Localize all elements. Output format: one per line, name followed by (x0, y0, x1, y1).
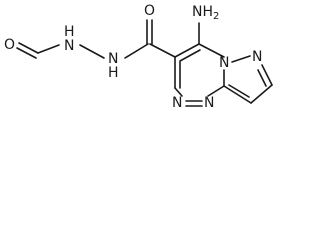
atom-hydrazide-h-right: H (108, 65, 119, 81)
bond-c3-n2-low (174, 87, 183, 97)
atom-hydrazide-n-right: N (108, 51, 118, 67)
bond-c3-c4 (174, 43, 200, 58)
atom-amino-n: NH (192, 4, 213, 20)
bond-c3-c4-inner (179, 49, 201, 62)
bond-carbonyl-ring (149, 43, 176, 58)
atom-hydrazide-n-left: N (64, 38, 74, 54)
bond-c7-c8 (250, 84, 273, 104)
bond-c8-c8a-b (228, 84, 250, 98)
atom-carbonyl-oxygen: O (144, 3, 155, 19)
bond-layer (16, 19, 273, 107)
bond-formyl-co-a (18, 42, 39, 54)
atom-triazine-n-right: N (204, 95, 214, 111)
atom-formyl-oxygen: O (4, 37, 15, 53)
bond-n6-c7-b (257, 69, 267, 87)
atom-triazine-n-left: N (172, 95, 182, 111)
atom-amino-subscript: 2 (213, 11, 219, 22)
bond-c8-c8a-a (223, 85, 252, 104)
atom-hydrazide-h-left: H (64, 24, 75, 40)
bond-c4-n5 (198, 43, 225, 58)
bond-formyl-co-b (16, 47, 37, 59)
atom-pyrazole-n: N (252, 49, 262, 65)
bond-n5-n6 (231, 55, 251, 63)
bond-n-n (79, 44, 105, 59)
bond-n6-c7-a (261, 64, 273, 86)
atom-amino-group: NH2 (192, 4, 219, 22)
chemical-structure-diagram: O H N N H O NH2 N N N N (4, 3, 273, 111)
bond-c8a-n1 (207, 85, 225, 97)
bond-n-carbonyl (124, 43, 149, 59)
atom-bridgehead-n: N (219, 55, 229, 71)
atom-label-layer: O H N N H O NH2 N N N N (4, 3, 262, 111)
bond-formyl-c-n (37, 44, 60, 54)
